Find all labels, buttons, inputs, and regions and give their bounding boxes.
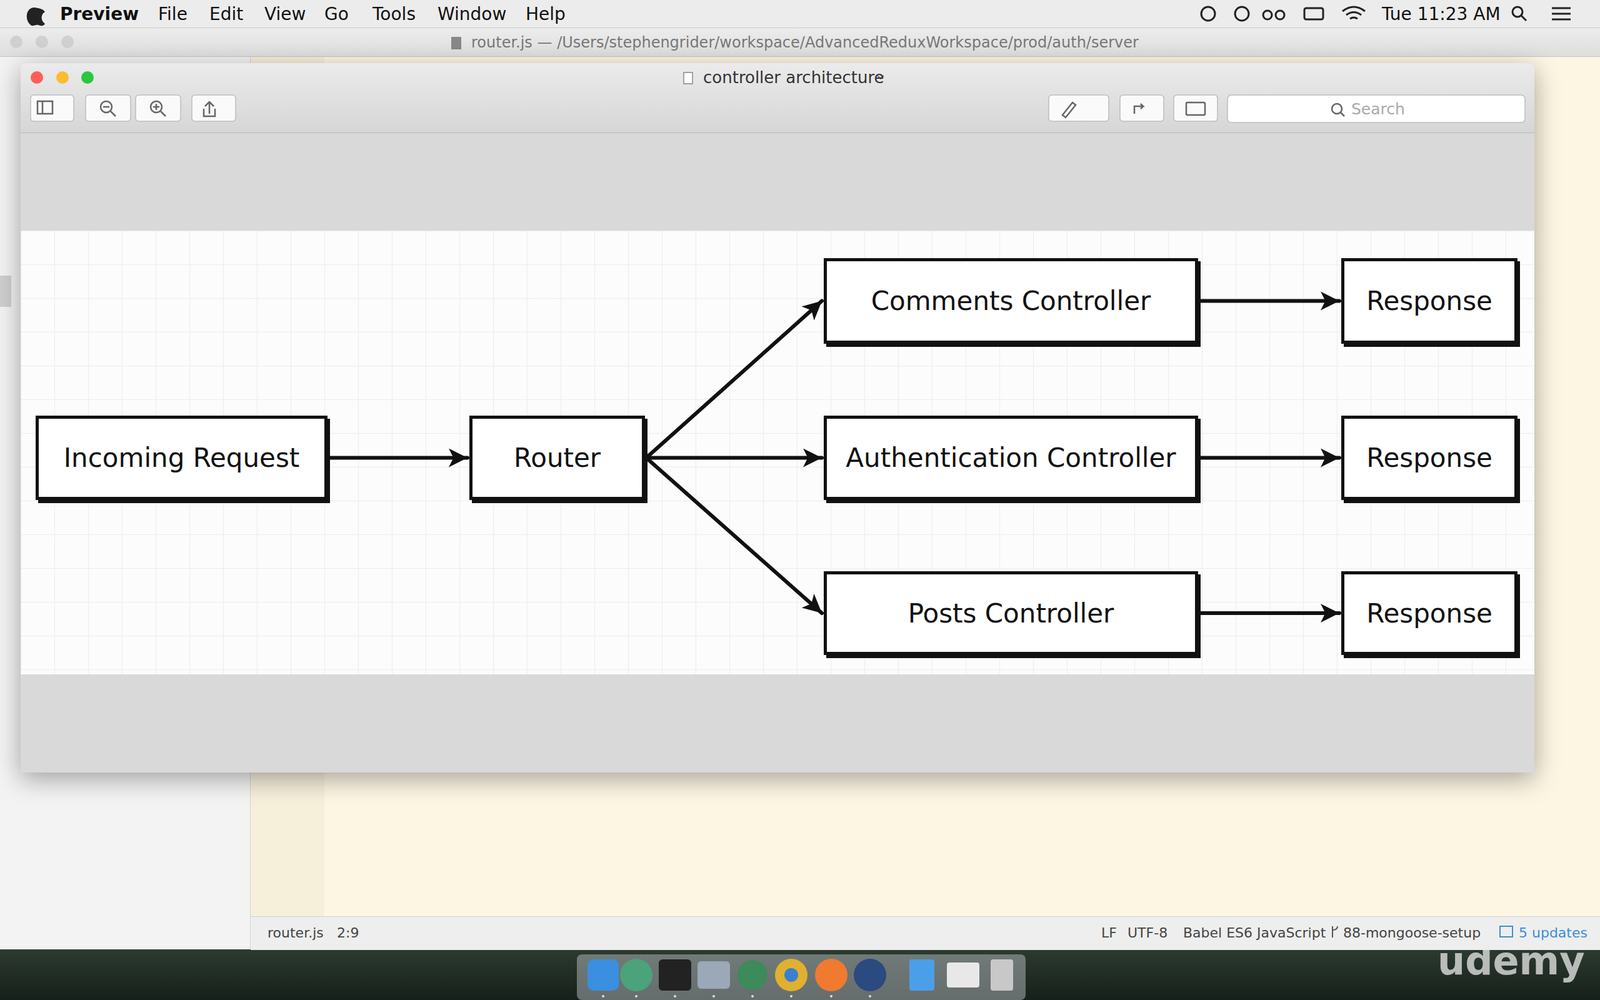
process-box: Router <box>469 415 645 500</box>
minimize-button <box>56 71 69 84</box>
process-box: Incoming Request <box>35 415 328 500</box>
arrow-connector <box>328 456 468 460</box>
dock-dots <box>601 995 872 998</box>
arrow-connector <box>646 458 822 614</box>
arrow-connector <box>1199 456 1340 460</box>
ui-label: UTF-8 <box>1127 925 1168 941</box>
ui-label: Window <box>437 3 507 25</box>
ui-label: Tools <box>372 3 416 25</box>
ui-label: 2:9 <box>336 925 359 941</box>
arrow-connector <box>646 456 822 460</box>
ui-label: Tue 11:23 AM <box>1381 3 1501 25</box>
box-label: Response <box>1366 598 1493 629</box>
toolbar-buttons <box>30 95 1525 123</box>
record-icon <box>1201 6 1215 21</box>
toolbar-glyphs <box>37 101 1345 118</box>
branch-icon <box>1332 926 1338 938</box>
ui-label: Search <box>1351 100 1405 119</box>
menu-icons <box>26 6 1571 26</box>
close-button <box>30 71 44 84</box>
ui-label: File <box>158 3 188 25</box>
search-icon <box>1512 6 1523 17</box>
ui-label: Help <box>525 3 566 25</box>
ui-label: LF <box>1101 925 1117 941</box>
process-box: Authentication Controller <box>823 415 1199 500</box>
title-icon <box>683 72 693 84</box>
glasses-icon <box>1275 10 1285 20</box>
box-label: Comments Controller <box>871 285 1152 317</box>
editor-window-buttons <box>10 35 74 49</box>
ui-label: router.js — /Users/stephengrider/workspa… <box>471 33 1139 52</box>
arrow-connector <box>1199 611 1340 615</box>
apple-logo <box>26 7 45 26</box>
box-label: Response <box>1366 442 1493 474</box>
box-label: Response <box>1366 285 1493 317</box>
box-label: Authentication Controller <box>845 442 1176 474</box>
arrow-connector <box>1199 299 1340 304</box>
dock-icons <box>587 958 1014 992</box>
process-box: Response <box>1341 571 1518 655</box>
arrow-connector <box>646 301 822 459</box>
battery-icon <box>1304 8 1324 20</box>
ui-label: Preview <box>60 3 139 25</box>
ui-label: Go <box>324 3 349 25</box>
process-box: Response <box>1341 258 1518 344</box>
glasses-icon <box>1263 10 1272 20</box>
wifi-icon <box>1342 6 1365 19</box>
box-label: Router <box>513 442 601 474</box>
process-box: Response <box>1341 415 1518 500</box>
tree-marker <box>0 275 12 307</box>
file-icon <box>451 36 462 50</box>
updates-icon <box>1500 926 1513 937</box>
status-icon <box>1235 6 1249 21</box>
process-box: Comments Controller <box>823 258 1199 344</box>
ui-label: Babel ES6 JavaScript <box>1183 925 1326 941</box>
search-icon <box>1521 15 1527 21</box>
ui-label: controller architecture <box>703 68 885 87</box>
watermark: udemy <box>1437 938 1585 984</box>
process-box: Posts Controller <box>823 571 1199 655</box>
zoom-button <box>81 71 94 84</box>
ui-label: router.js <box>267 925 324 941</box>
box-label: Posts Controller <box>908 598 1115 629</box>
box-label: Incoming Request <box>63 442 300 474</box>
ui-label: View <box>264 3 306 25</box>
list-icon <box>1551 8 1571 20</box>
ui-label: Edit <box>209 3 244 25</box>
dock <box>576 954 1026 1000</box>
